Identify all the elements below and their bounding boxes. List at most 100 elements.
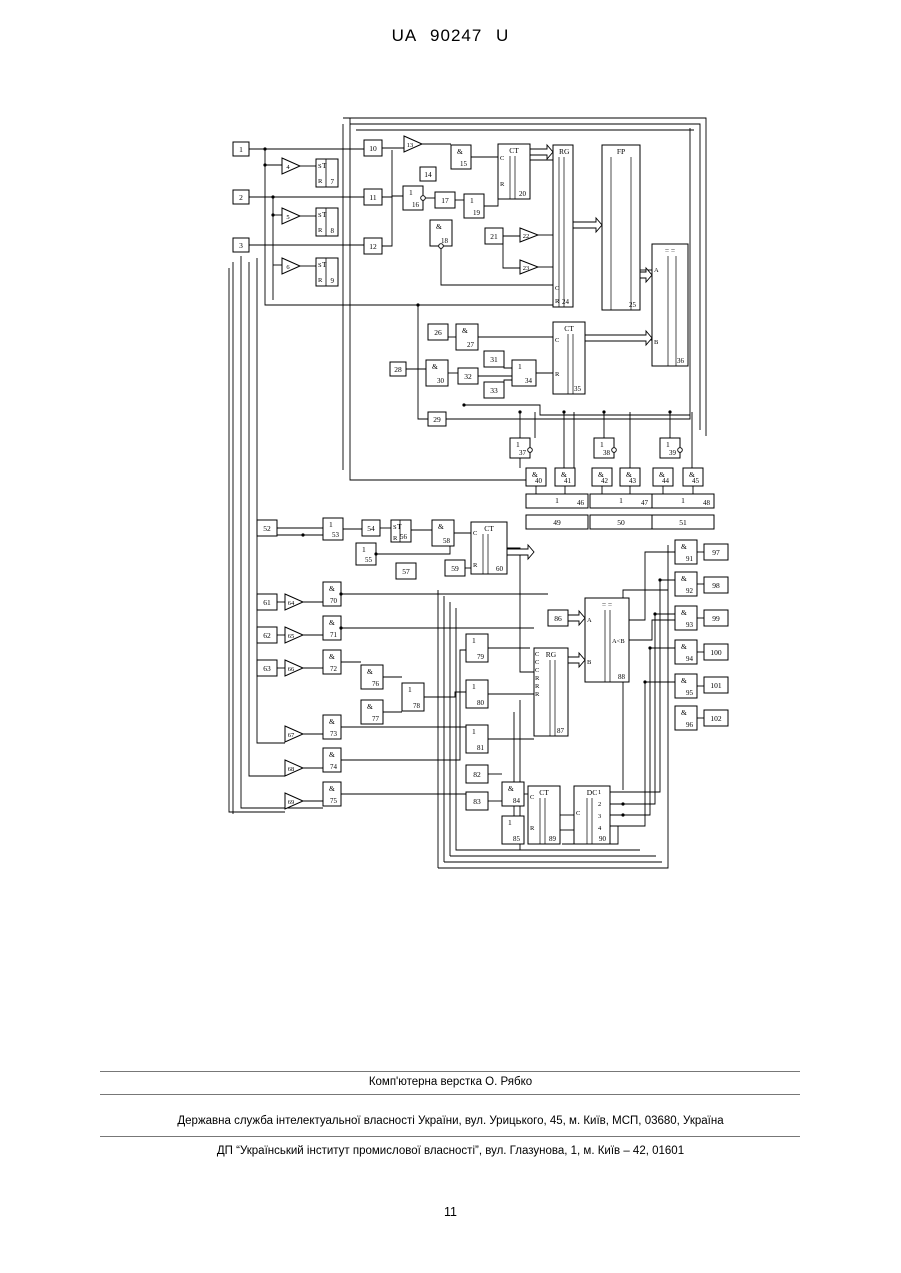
amplifier-block-67: 67 (285, 726, 303, 742)
junction-dot (271, 213, 274, 216)
block-number-label: 29 (433, 415, 441, 424)
junction-dot (668, 410, 671, 413)
block-number-label: 12 (369, 242, 377, 251)
signal-wire (504, 380, 512, 390)
block-number-label: 83 (473, 797, 481, 806)
circuit-block-41: &41 (555, 468, 575, 486)
circuit-block-73: &73 (323, 715, 341, 739)
circuit-block-46: 146 (526, 494, 588, 508)
port-label-r: R (318, 178, 323, 185)
bus-arrow (585, 331, 652, 345)
block-number-label: 49 (553, 518, 561, 527)
amplifier-block-22: 22 (520, 228, 538, 242)
circuit-block-14: 14 (420, 167, 436, 181)
block-type-label: 1 (619, 496, 623, 505)
junction-dot (621, 813, 624, 816)
block-number-label: 65 (288, 633, 295, 640)
junction-dot (562, 410, 565, 413)
block-number-label: 30 (437, 377, 445, 385)
circuit-block-58: & 58 (432, 520, 454, 546)
footer-rule-bottom (100, 1136, 800, 1137)
circuit-block-96: &96 (675, 706, 697, 730)
amplifier-block-23: 23 (520, 260, 538, 274)
block-number-label: 23 (523, 265, 530, 272)
block-number-label: 70 (330, 597, 338, 605)
amplifier-block-5: 5 (282, 208, 300, 224)
block-number-label: 35 (574, 385, 582, 393)
junction-dot (658, 578, 661, 581)
block-type-label: CT (484, 524, 494, 533)
block-type-label: 1 (470, 196, 474, 205)
amplifier-block-65: 65 (285, 627, 303, 643)
amplifier-triangle (282, 158, 300, 174)
port-label-r: R (318, 277, 323, 284)
circuit-block-63: 63 (257, 660, 277, 676)
block-number-label: 42 (601, 477, 609, 485)
circuit-block-25: FP25 (602, 145, 640, 310)
circuit-block-55: 155 (356, 543, 376, 565)
circuit-block-102: 102 (704, 710, 728, 726)
block-number-label: 36 (677, 357, 685, 365)
block-number-label: 84 (513, 797, 521, 805)
signal-wire (241, 256, 323, 808)
circuit-block-75: &75 (323, 782, 341, 806)
block-number-label: 77 (372, 715, 380, 723)
block-number-label: 85 (513, 835, 521, 843)
circuit-block-17: 17 (435, 192, 455, 208)
block-number-label: 82 (473, 770, 481, 779)
block-number-label: 59 (451, 564, 459, 573)
block-type-label: = = (665, 246, 675, 255)
junction-dot (462, 403, 465, 406)
block-number-label: 86 (554, 614, 562, 623)
circuit-block-31: 31 (484, 351, 504, 367)
block-number-label: 92 (686, 587, 694, 595)
port-label-c: C (555, 337, 559, 344)
block-type-label: & (462, 326, 468, 335)
block-number-label: 39 (669, 449, 677, 457)
block-number-label: 1 (239, 145, 243, 154)
block-number-label: 99 (712, 614, 720, 623)
circuit-block-12: 12 (364, 238, 382, 254)
block-type-label: & (329, 584, 335, 593)
circuit-block-97: 97 (704, 544, 728, 560)
block-number-label: 16 (412, 201, 420, 209)
block-type-label: 1 (329, 520, 333, 529)
block-type-label: 1 (600, 440, 604, 449)
circuit-block-61: 61 (257, 594, 277, 610)
block-type-label: & (438, 522, 444, 531)
junction-dot (301, 533, 304, 536)
block-type-label: & (681, 676, 687, 685)
block-frame (652, 244, 688, 366)
block-number-label: 72 (330, 665, 338, 673)
footer-rule-middle (100, 1094, 800, 1095)
junction-dot (648, 646, 651, 649)
block-type-label: & (367, 702, 373, 711)
block-number-label: 31 (490, 355, 498, 364)
port-label-c: C (530, 794, 534, 801)
port-label-s: S (318, 262, 322, 269)
circuit-block-38: 138 (594, 438, 614, 458)
port-label-c: C (535, 659, 539, 666)
block-type-label: 1 (518, 362, 522, 371)
port-label-a_less_b: A<B (612, 638, 625, 645)
block-type-label: 1 (516, 440, 520, 449)
block-number-label: 64 (288, 600, 295, 607)
circuit-block-99: 99 (704, 610, 728, 626)
block-type-label: & (681, 608, 687, 617)
circuit-block-59: 59 (445, 560, 465, 576)
block-number-label: 32 (464, 372, 472, 381)
block-number-label: 19 (473, 209, 481, 217)
amplifier-block-69: 69 (285, 793, 303, 809)
signal-wire (504, 359, 512, 368)
junction-dot (339, 626, 342, 629)
block-type-label: & (681, 542, 687, 551)
block-number-label: 43 (629, 477, 637, 485)
signal-wire (382, 196, 403, 246)
block-number-label: 58 (443, 537, 451, 545)
circuit-block-98: 98 (704, 577, 728, 593)
circuit-block-3: 3 (233, 238, 249, 252)
circuit-block-47: 147 (590, 494, 652, 508)
block-type-label: & (436, 222, 442, 231)
circuit-block-94: &94 (675, 640, 697, 664)
circuit-block-92: &92 (675, 572, 697, 596)
